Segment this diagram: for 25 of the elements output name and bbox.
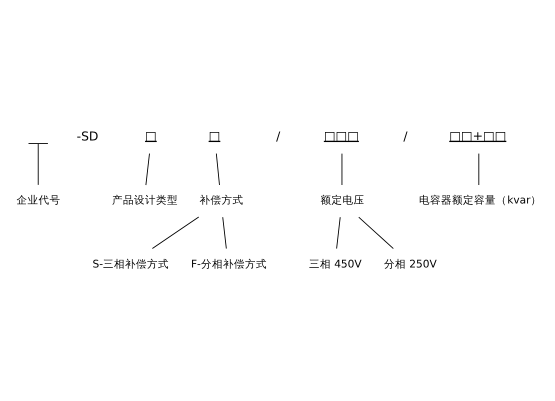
node-text: □ <box>208 128 220 142</box>
node-text: 电容器额定容量（kvar） <box>419 194 542 206</box>
node-text: 三相 450V <box>308 258 362 270</box>
label: / <box>403 129 408 144</box>
node-text: 额定电压 <box>320 194 364 206</box>
label: -SD <box>76 129 98 144</box>
connector <box>478 152 480 185</box>
node-text: 企业代号 <box>16 194 61 206</box>
connector <box>358 216 394 249</box>
connector <box>38 143 39 185</box>
node-text: □□+□□ <box>449 128 506 142</box>
node-bar <box>28 142 48 144</box>
node-text: □□□ <box>324 128 359 142</box>
connector <box>222 216 227 249</box>
connector <box>145 152 150 185</box>
node-text: 分相 250V <box>384 258 437 270</box>
connector <box>216 152 220 185</box>
node-text: 产品设计类型 <box>112 194 178 206</box>
label: / <box>276 129 280 144</box>
connector <box>152 216 200 248</box>
node-text: S-三相补偿方式 <box>92 258 170 270</box>
node-text: F-分相补偿方式 <box>190 258 267 270</box>
node-text: □ <box>145 128 157 142</box>
connector <box>336 216 341 249</box>
node-text: 补偿方式 <box>199 194 244 206</box>
